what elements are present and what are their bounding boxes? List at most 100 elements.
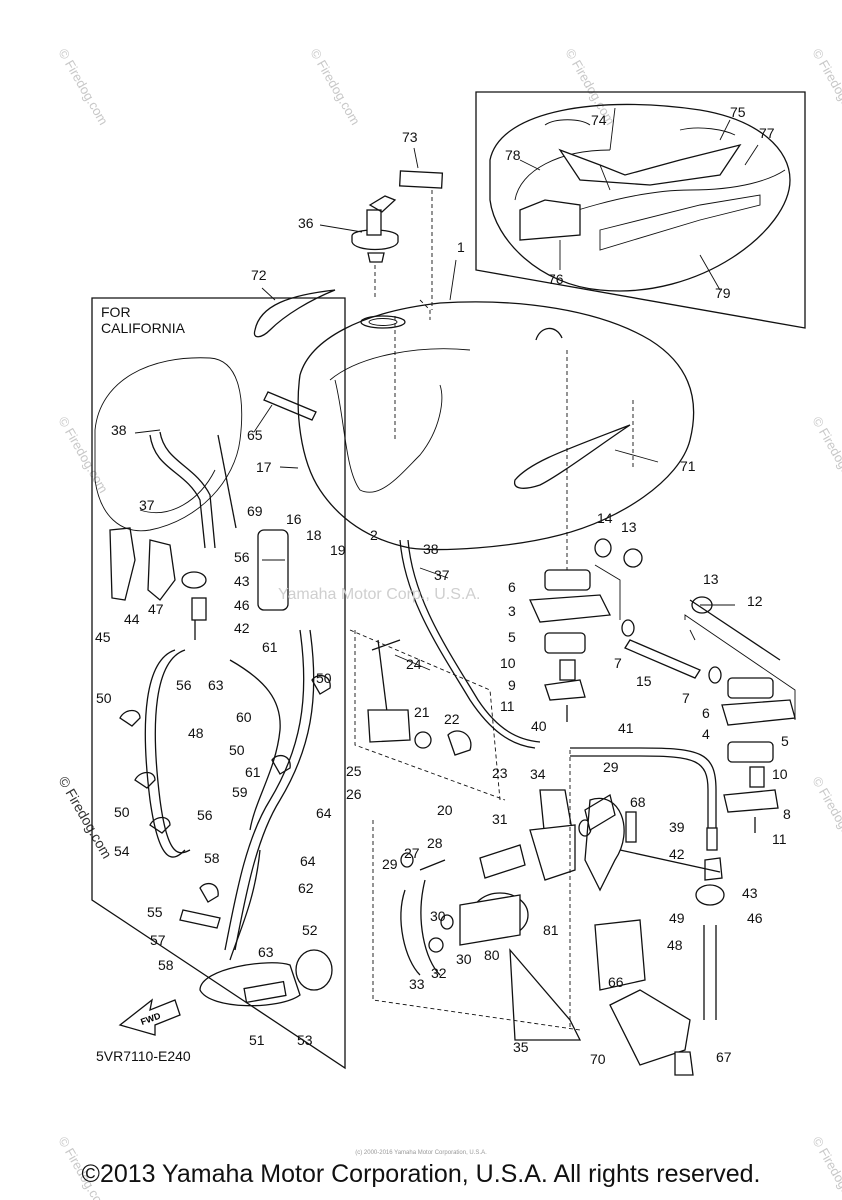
part-label: 68 [630,794,646,810]
part-label: 36 [298,215,314,231]
part-label: 28 [427,835,443,851]
small-print: (c) 2000-2016 Yamaha Motor Corporation, … [355,1150,487,1156]
part-label: 51 [249,1032,265,1048]
part-label: 61 [262,639,278,655]
part-label: 55 [147,904,163,920]
part-label: 13 [703,571,719,587]
watermark-firedog: © Firedog.com [307,46,363,128]
part-label: 10 [772,766,788,782]
part-label: 62 [298,880,314,896]
part-label: 34 [530,766,546,782]
part-label: 30 [430,908,446,924]
tank-emblem-72 [253,289,336,338]
part-label: 42 [234,620,250,636]
part-label: 64 [300,853,316,869]
part-label: 24 [406,656,422,672]
part-label: 70 [590,1051,606,1067]
part-label: 29 [603,759,619,775]
part-number-labels: 1 2 3 4 5 5 6 6 7 7 8 9 10 10 11 11 12 1… [95,104,791,1067]
part-label: 58 [158,957,174,973]
part-label: 3 [508,603,516,619]
part-label: 46 [747,910,763,926]
part-label: 56 [176,677,192,693]
part-label: 59 [232,784,248,800]
part-label: 31 [492,811,508,827]
part-label: 42 [669,846,685,862]
part-label: 8 [783,806,791,822]
part-label: 65 [247,427,263,443]
part-label: 29 [382,856,398,872]
part-label: 50 [229,742,245,758]
part-label: 48 [188,725,204,741]
part-label: 41 [618,720,634,736]
part-label: 21 [414,704,430,720]
part-label: 73 [402,129,418,145]
part-label: 76 [548,271,564,287]
part-label: 11 [772,831,787,847]
part-label: 1 [457,239,465,255]
part-label: 32 [431,965,447,981]
part-label: 38 [423,541,439,557]
part-label: 72 [251,267,267,283]
part-label: 61 [245,764,261,780]
part-label: 58 [204,850,220,866]
part-label: 4 [702,726,710,742]
part-label: 38 [111,422,127,438]
part-label: 23 [492,765,508,781]
part-label: 67 [716,1049,732,1065]
part-label: 49 [669,910,685,926]
part-label: 40 [531,718,547,734]
watermark-firedog: © Firedog.com [55,46,111,128]
part-label: 74 [591,112,607,128]
california-label-line2: CALIFORNIA [101,320,186,336]
part-label: 45 [95,629,111,645]
part-label: 5 [781,733,789,749]
watermark-firedog: © Firedog.com [809,774,842,856]
part-label: 63 [258,944,274,960]
part-label: 17 [256,459,272,475]
part-label: 25 [346,763,362,779]
part-label: 69 [247,503,263,519]
watermark-firedog: © Firedog.com [55,414,111,496]
watermark-firedog: © Firedog.com [55,774,115,862]
fwd-label: FWD [139,1010,162,1027]
part-label: 66 [608,974,624,990]
center-watermark: Yamaha Motor Corp., U.S.A. [278,586,481,603]
part-label: 16 [286,511,302,527]
part-label: 12 [747,593,763,609]
part-label: 5 [508,629,516,645]
part-label: 6 [702,705,710,721]
copyright-notice: ©2013 Yamaha Motor Corporation, U.S.A. A… [81,1160,761,1188]
california-label-line1: FOR [101,304,131,320]
california-inset-label: FOR CALIFORNIA [101,304,185,336]
part-label: 9 [508,677,516,693]
part-label: 7 [614,655,622,671]
part-label: 14 [597,510,613,526]
part-label: 35 [513,1039,529,1055]
part-label: 48 [667,937,683,953]
california-inset-border [91,297,346,1070]
part-label: 50 [114,804,130,820]
part-label: 43 [742,885,758,901]
part-label: 6 [508,579,516,595]
watermark-firedog: © Firedog.com [809,46,842,128]
part-label: 15 [636,673,652,689]
part-label: 26 [346,786,362,802]
part-label: 11 [500,698,515,714]
part-label: 37 [139,497,155,513]
part-label: 81 [543,922,559,938]
part-label: 47 [148,601,164,617]
tube-65 [263,391,317,421]
part-label: 30 [456,951,472,967]
part-label: 13 [621,519,637,535]
part-label: 54 [114,843,130,859]
part-label: 43 [234,573,250,589]
part-label: 7 [682,690,690,706]
part-label: 50 [96,690,112,706]
part-label: 39 [669,819,685,835]
part-label: 22 [444,711,460,727]
part-label: 57 [150,932,166,948]
part-label: 63 [208,677,224,693]
part-label: 52 [302,922,318,938]
